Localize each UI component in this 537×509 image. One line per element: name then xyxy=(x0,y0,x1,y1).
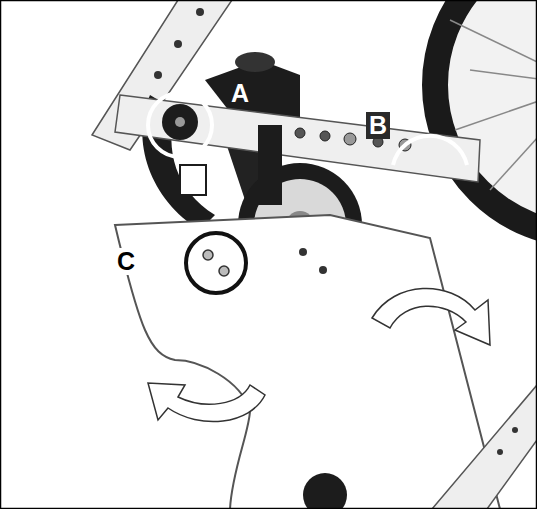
tube-holes xyxy=(154,8,204,79)
callout-circle xyxy=(393,136,467,165)
tube-holes xyxy=(295,128,411,151)
footplate-holes xyxy=(299,248,327,274)
callout-circle xyxy=(186,233,246,293)
callout-letter: B xyxy=(366,112,390,139)
callout-circle xyxy=(148,93,212,157)
rear-wheel xyxy=(435,0,537,235)
callout-letter: A xyxy=(228,80,252,107)
callout-letter: C xyxy=(114,248,138,275)
footplate xyxy=(115,215,500,509)
rotation-arrow xyxy=(148,288,490,421)
screws xyxy=(203,250,229,276)
wheel xyxy=(303,473,347,509)
frame-tube xyxy=(115,95,480,182)
frame-tube xyxy=(432,385,537,509)
